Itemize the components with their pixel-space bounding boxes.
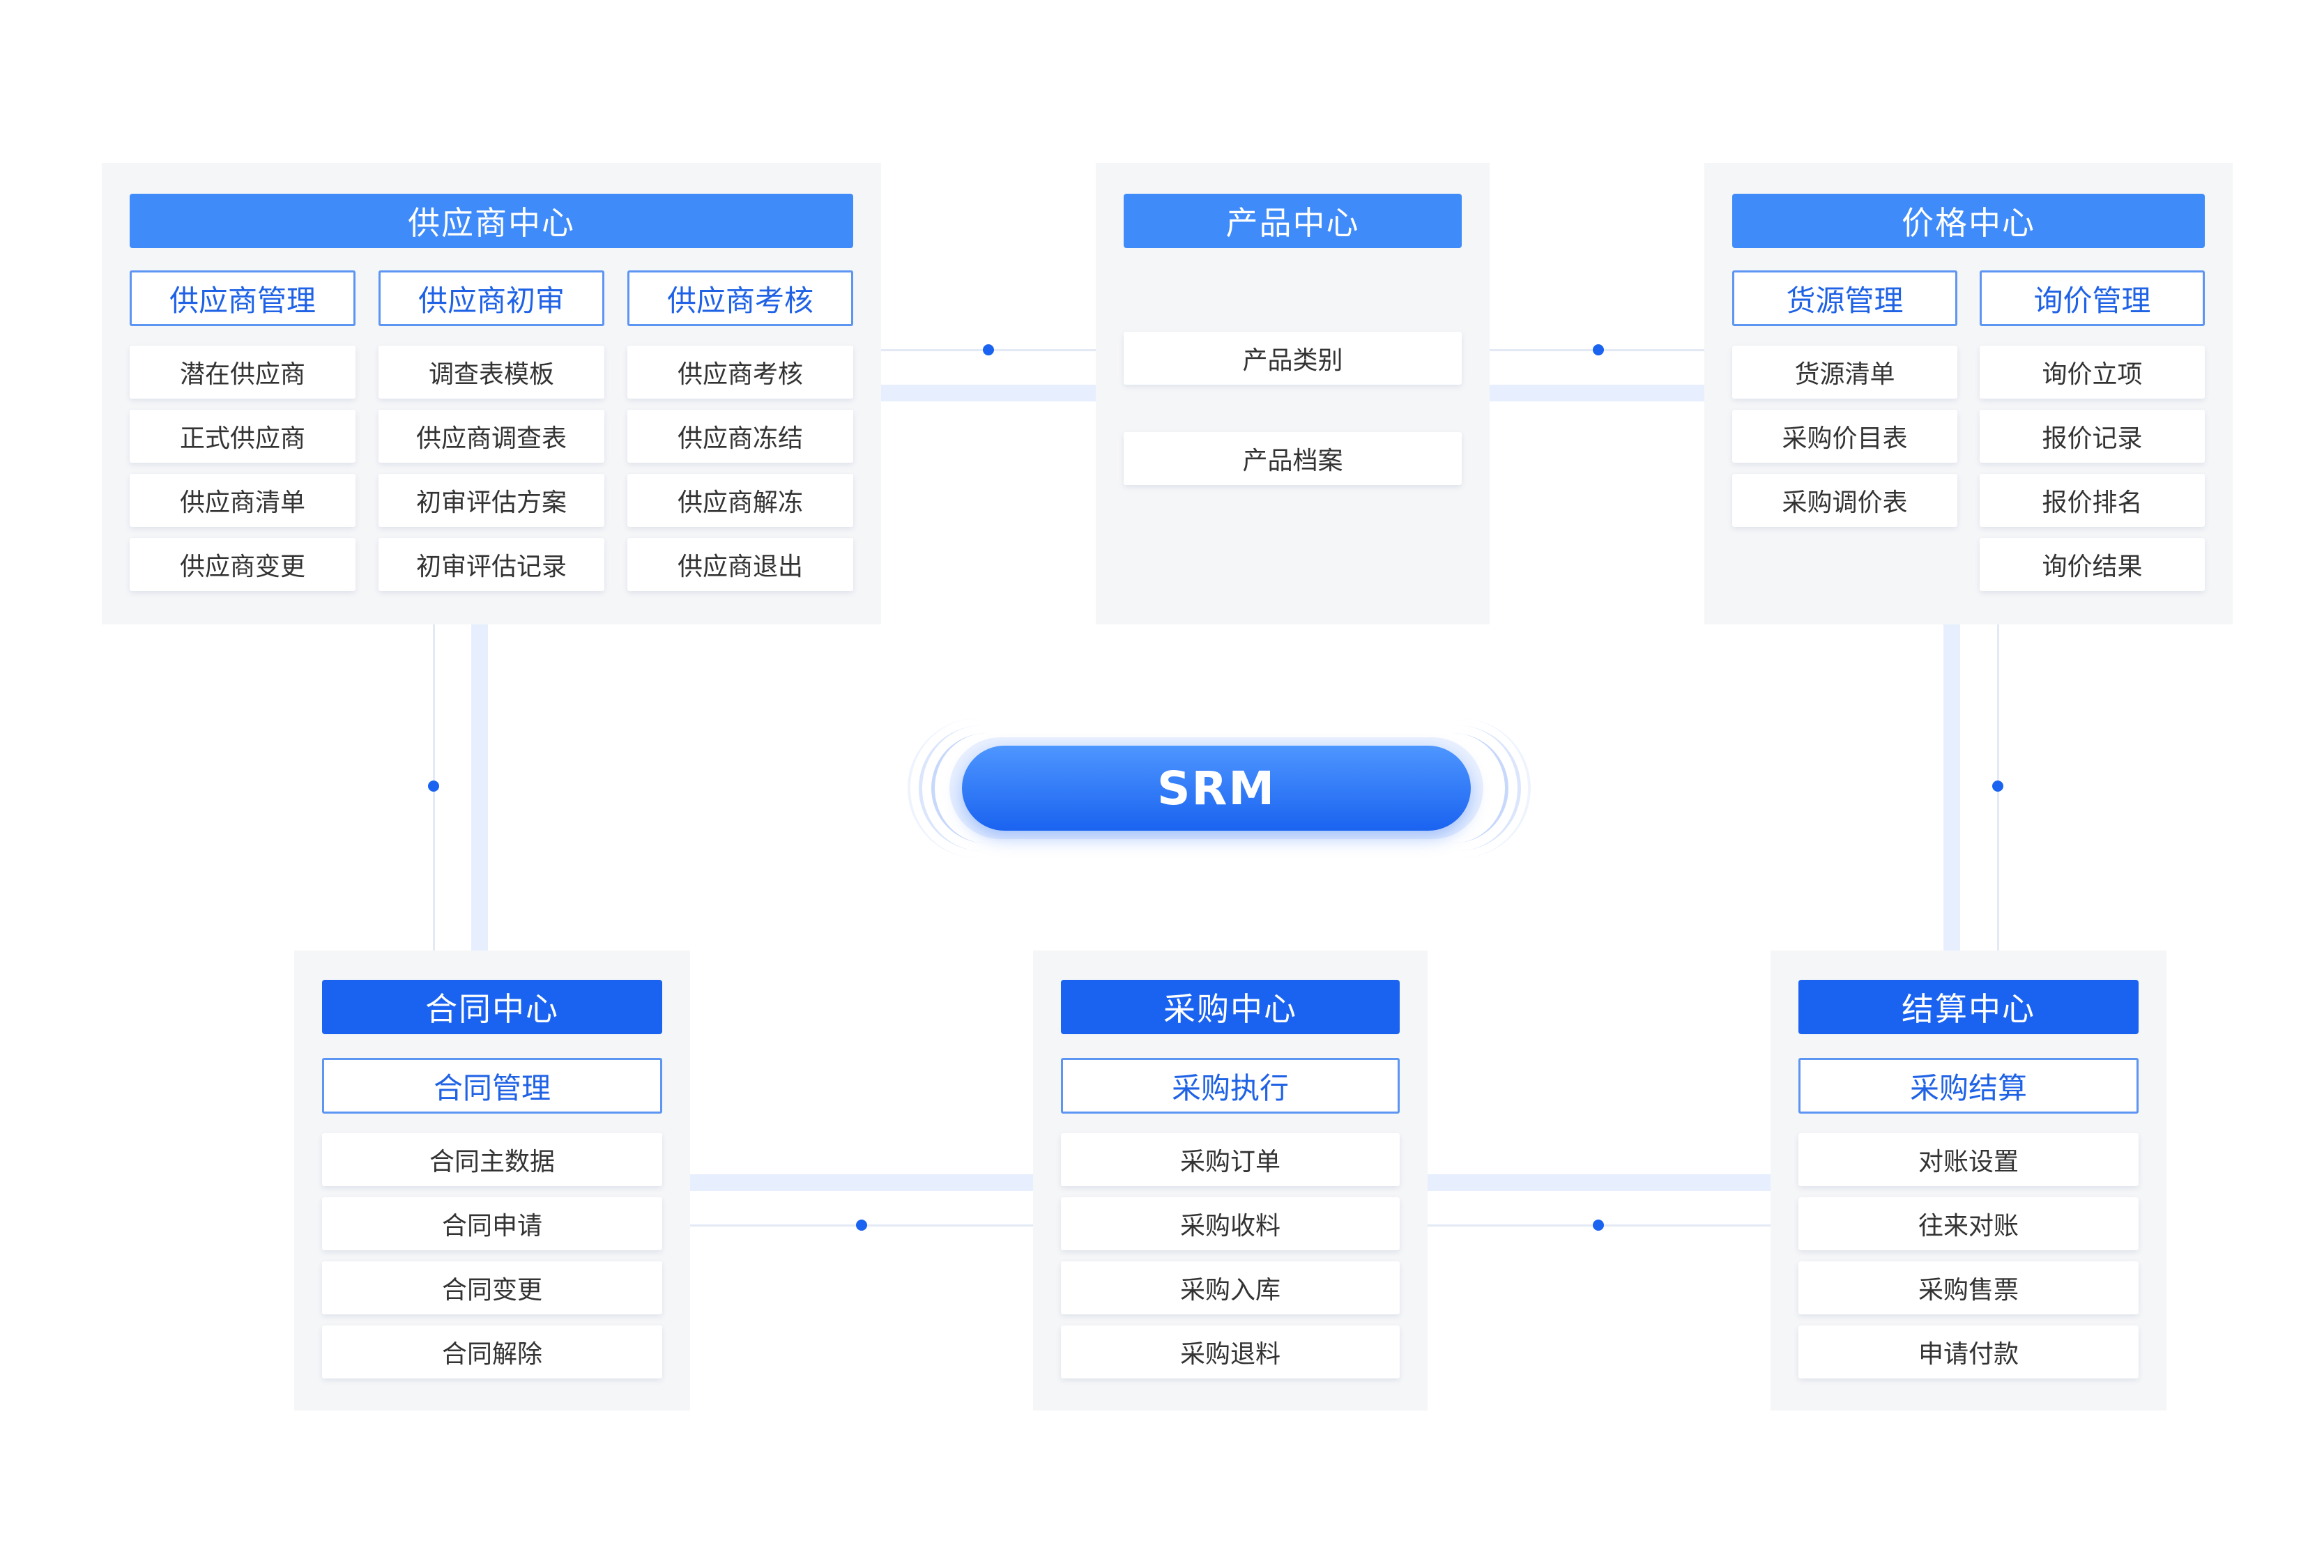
module-item[interactable]: 报价排名 [1980,474,2205,527]
inquiry-management-tab[interactable]: 询价管理 [1980,270,2205,326]
module-item[interactable]: 供应商清单 [130,474,356,527]
connector-dot [983,344,994,355]
connector-dot [856,1220,867,1231]
supplier-management-tab[interactable]: 供应商管理 [130,270,356,326]
supplier-center-title: 供应商中心 [130,194,853,248]
module-item[interactable]: 调查表模板 [379,346,604,399]
connector-product-price [1490,385,1704,401]
connector-price-settlement [1943,624,1960,951]
module-item[interactable]: 申请付款 [1798,1325,2139,1378]
purchase-center-panel: 采购中心 采购执行 采购订单 采购收料 采购入库 采购退料 [1033,951,1428,1411]
module-item[interactable]: 初审评估方案 [379,474,604,527]
contract-management-tab[interactable]: 合同管理 [322,1058,662,1114]
purchase-center-title: 采购中心 [1061,980,1400,1034]
module-item[interactable]: 供应商冻结 [627,410,853,463]
module-item[interactable]: 采购入库 [1061,1261,1400,1314]
purchase-execution-tab[interactable]: 采购执行 [1061,1058,1400,1114]
module-item[interactable]: 正式供应商 [130,410,356,463]
module-item[interactable]: 往来对账 [1798,1197,2139,1250]
module-item[interactable]: 供应商变更 [130,538,356,591]
module-item[interactable]: 采购售票 [1798,1261,2139,1314]
srm-signal-ring [931,733,1508,843]
contract-center-title: 合同中心 [322,980,662,1034]
module-item[interactable]: 合同申请 [322,1197,662,1250]
module-item[interactable]: 合同解除 [322,1325,662,1378]
module-item[interactable]: 供应商考核 [627,346,853,399]
module-item[interactable]: 潜在供应商 [130,346,356,399]
module-item[interactable]: 产品类别 [1124,332,1462,385]
price-center-title: 价格中心 [1732,194,2205,248]
module-item[interactable]: 询价结果 [1980,538,2205,591]
supplier-center-panel: 供应商中心 供应商管理 供应商初审 供应商考核 潜在供应商 正式供应商 供应商清… [102,163,881,624]
srm-signal-ring [919,725,1521,851]
connector-dot [1593,1220,1604,1231]
module-item[interactable]: 询价立项 [1980,346,2205,399]
module-item[interactable]: 供应商退出 [627,538,853,591]
contract-center-panel: 合同中心 合同管理 合同主数据 合同申请 合同变更 合同解除 [294,951,690,1411]
connector-dot [1593,344,1604,355]
module-item[interactable]: 合同变更 [322,1261,662,1314]
module-item[interactable]: 采购退料 [1061,1325,1400,1378]
connector-contract-purchase [690,1174,1033,1191]
module-item[interactable]: 采购收料 [1061,1197,1400,1250]
module-item[interactable]: 供应商调查表 [379,410,604,463]
connector-dot [428,781,439,792]
source-management-tab[interactable]: 货源管理 [1732,270,1957,326]
module-item[interactable]: 产品档案 [1124,432,1462,485]
supplier-initial-review-tab[interactable]: 供应商初审 [379,270,604,326]
purchase-settlement-tab[interactable]: 采购结算 [1798,1058,2139,1114]
connector-supplier-product [881,385,1096,401]
srm-signal-ring [908,718,1531,858]
module-item[interactable]: 初审评估记录 [379,538,604,591]
module-item[interactable]: 供应商解冻 [627,474,853,527]
module-item[interactable]: 采购订单 [1061,1133,1400,1186]
supplier-assessment-tab[interactable]: 供应商考核 [627,270,853,326]
srm-core-button[interactable]: SRM [962,746,1471,831]
module-item[interactable]: 报价记录 [1980,410,2205,463]
connector-purchase-settlement [1428,1174,1771,1191]
module-item[interactable]: 货源清单 [1732,346,1957,399]
product-center-title: 产品中心 [1124,194,1462,248]
module-item[interactable]: 采购调价表 [1732,474,1957,527]
price-center-panel: 价格中心 货源管理 询价管理 货源清单 采购价目表 采购调价表 询价立项 报价记… [1704,163,2233,624]
module-item[interactable]: 对账设置 [1798,1133,2139,1186]
connector-supplier-contract [471,624,488,951]
product-center-panel: 产品中心 产品类别 产品档案 [1096,163,1490,624]
settlement-center-title: 结算中心 [1798,980,2139,1034]
connector-dot [1992,781,2003,792]
module-item[interactable]: 合同主数据 [322,1133,662,1186]
module-item[interactable]: 采购价目表 [1732,410,1957,463]
settlement-center-panel: 结算中心 采购结算 对账设置 往来对账 采购售票 申请付款 [1771,951,2166,1411]
